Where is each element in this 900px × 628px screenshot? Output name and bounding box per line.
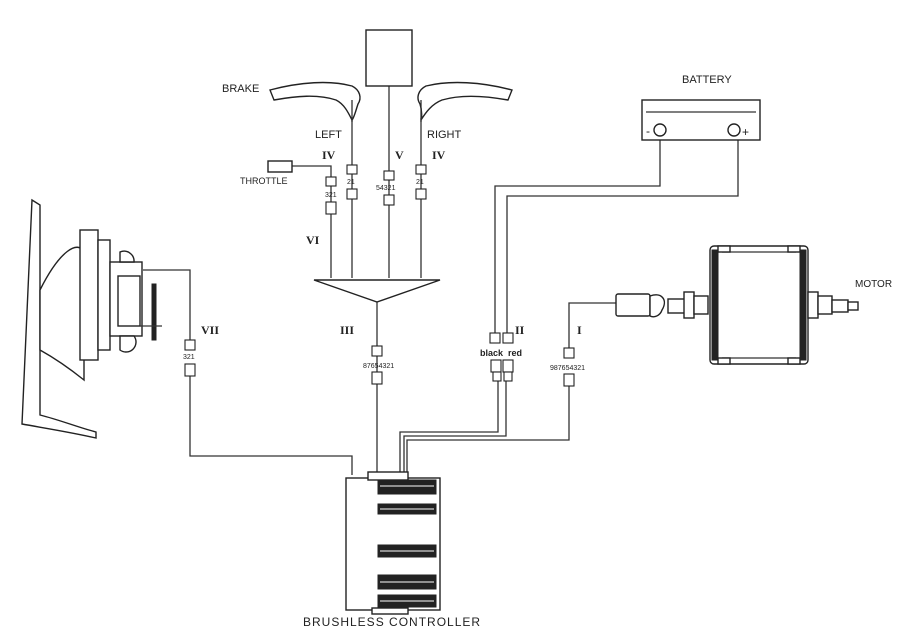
display-box — [365, 29, 413, 87]
battery-label: BATTERY — [682, 74, 732, 86]
throttle-label: THROTTLE — [240, 176, 288, 186]
brake-label: BRAKE — [222, 83, 259, 95]
pins-left-device: 321 — [183, 354, 195, 361]
connectors-top — [325, 164, 427, 215]
connector-ii: II — [515, 323, 525, 337]
connectors-lower — [184, 332, 575, 387]
battery: - + — [641, 99, 761, 141]
right-label: RIGHT — [427, 129, 462, 141]
pins-hub-panel: 87654321 — [363, 363, 394, 370]
black-label: black — [480, 348, 504, 358]
pins-motor: 987654321 — [550, 365, 585, 372]
connector-vii: VII — [201, 323, 219, 337]
left-device — [21, 198, 162, 439]
wiring-hub — [313, 279, 441, 303]
pins-display: 54321 — [376, 185, 396, 192]
pins-throttle: 321 — [325, 192, 337, 199]
connector-iv-right: IV — [432, 148, 446, 162]
pins-brake-right: 21 — [416, 179, 424, 186]
left-label: LEFT — [315, 129, 342, 141]
battery-plus-label: + — [742, 125, 749, 139]
connector-iv-left: IV — [322, 148, 336, 162]
brake-lever-right — [417, 81, 513, 122]
red-label: red — [508, 348, 522, 358]
brushless-controller — [345, 471, 441, 615]
connector-vi: VI — [306, 233, 320, 247]
brake-lever-left — [269, 81, 361, 122]
wires — [143, 86, 739, 475]
motor-label: MOTOR — [855, 279, 892, 290]
battery-minus-label: - — [646, 124, 650, 138]
controller-label: BRUSHLESS CONTROLLER — [303, 615, 481, 628]
throttle-body — [267, 160, 293, 173]
motor — [615, 245, 859, 365]
connector-v: V — [395, 148, 404, 162]
connector-iii: III — [340, 323, 354, 337]
pins-brake-left: 21 — [347, 179, 355, 186]
connector-i: I — [577, 323, 582, 337]
